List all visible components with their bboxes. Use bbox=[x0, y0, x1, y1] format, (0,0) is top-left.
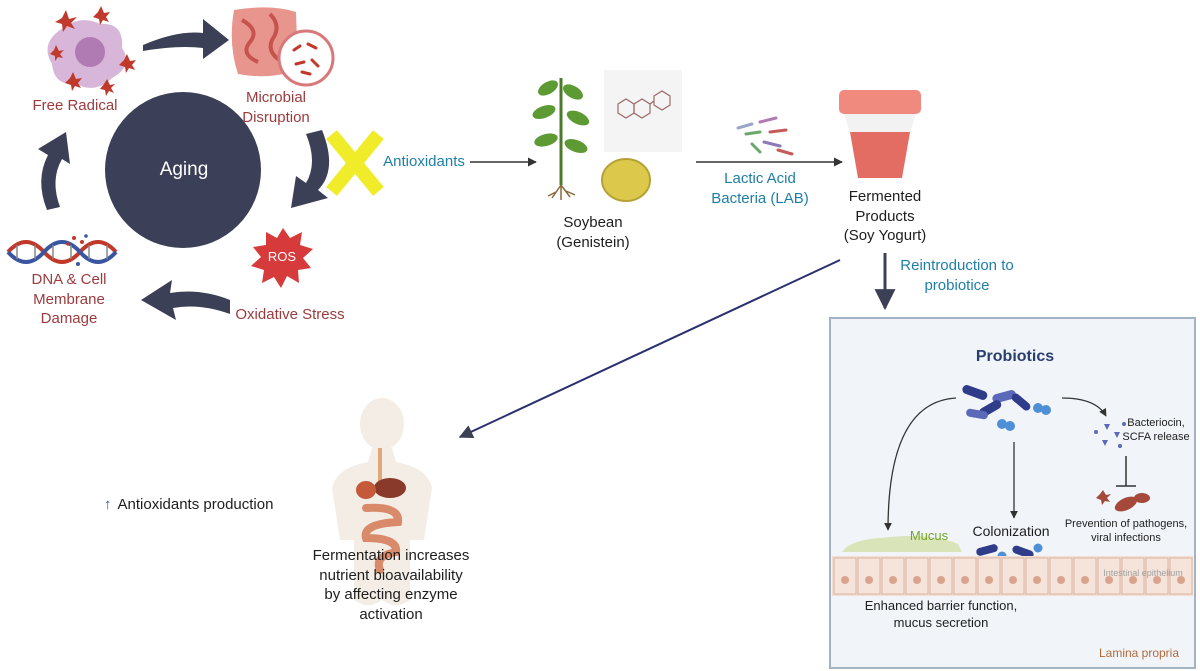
soy-yogurt-cup-icon bbox=[839, 90, 921, 178]
bacteriocin-arrow bbox=[1061, 397, 1107, 417]
antioxidants-production-text: Antioxidants production bbox=[117, 496, 274, 513]
dna-damage-label: DNA & Cell Membrane Damage bbox=[22, 270, 116, 329]
fermented-products-label: Fermented Products (Soy Yogurt) bbox=[830, 187, 940, 246]
cell-nucleus bbox=[961, 576, 969, 584]
reintro-line1: Reintroduction to bbox=[900, 257, 1014, 274]
inhibition-bar bbox=[1116, 456, 1136, 487]
cell-nucleus bbox=[1081, 576, 1089, 584]
prevention-line2: viral infections bbox=[1091, 531, 1161, 544]
probiotics-panel bbox=[829, 317, 1196, 669]
cell-nucleus bbox=[841, 576, 849, 584]
soybean-line1: Soybean bbox=[563, 214, 623, 231]
antioxidants-label: Antioxidants bbox=[383, 153, 465, 170]
reintroduction-label: Reintroduction to probiotice bbox=[886, 256, 1028, 295]
genistein-structure-icon bbox=[604, 70, 682, 152]
lab-label: Lactic Acid Bacteria (LAB) bbox=[700, 169, 820, 208]
cycle-arrow-bottom bbox=[141, 280, 230, 320]
fermented-line1: Fermented bbox=[848, 188, 922, 205]
antioxidants-production-label: ↑ Antioxidants production bbox=[104, 495, 300, 515]
soybean-seed-icon bbox=[601, 158, 651, 202]
enhanced-line2: mucus secretion bbox=[893, 614, 989, 630]
dna-line3: Damage bbox=[40, 310, 98, 327]
fermentation-line3: by affecting enzyme bbox=[324, 586, 458, 603]
mucus-arrow bbox=[884, 397, 957, 531]
fermentation-line4: activation bbox=[359, 605, 423, 623]
fermentation-line1: Fermentation increases bbox=[312, 547, 470, 564]
lab-line1: Lactic Acid bbox=[724, 170, 796, 187]
microbial-line2: Disruption bbox=[242, 108, 310, 126]
intestinal-epithelium bbox=[832, 556, 1193, 596]
epithelium-label: Intestinal epithelium bbox=[1103, 568, 1183, 578]
fermentation-line2: nutrient bioavailability bbox=[319, 566, 463, 584]
cell-nucleus bbox=[1177, 576, 1185, 584]
dna-helix-icon bbox=[6, 234, 118, 266]
bacteriocin-line1: Bacteriocin, bbox=[1127, 417, 1185, 429]
cycle-arrow-left bbox=[38, 132, 70, 210]
reintro-line2: probiotice bbox=[924, 276, 990, 294]
enhanced-line1: Enhanced barrier function, bbox=[864, 598, 1018, 613]
cell-nucleus bbox=[1009, 576, 1017, 584]
soybean-label: Soybean (Genistein) bbox=[545, 213, 641, 252]
microbial-disruption-icon bbox=[231, 7, 335, 87]
cell-nucleus bbox=[1153, 576, 1161, 584]
mucus-label: Mucus bbox=[909, 528, 949, 543]
colonization-label: Colonization bbox=[972, 523, 1050, 539]
cell-nucleus bbox=[865, 576, 873, 584]
bacteriocin-particles-icon bbox=[1094, 422, 1126, 448]
lab-bacteria-icon bbox=[736, 116, 794, 156]
probiotics-cluster-icon bbox=[962, 385, 1051, 431]
cell-nucleus bbox=[937, 576, 945, 584]
mucus-layer bbox=[842, 536, 962, 552]
enhanced-barrier-label: Enhanced barrier function, mucus secreti… bbox=[846, 598, 1036, 632]
fermented-line2: Products bbox=[855, 207, 915, 225]
ros-burst-icon bbox=[251, 228, 313, 288]
lab-line2: Bacteria (LAB) bbox=[711, 189, 809, 207]
free-radical-cell-icon bbox=[47, 6, 136, 96]
pathogens-icon bbox=[1096, 490, 1150, 512]
soybean-plant-icon bbox=[532, 78, 590, 200]
cycle-arrow-right bbox=[291, 130, 330, 208]
fermented-line3: (Soy Yogurt) bbox=[843, 227, 927, 244]
prevention-line1: Prevention of pathogens, bbox=[1064, 518, 1188, 530]
blocked-cross-icon bbox=[326, 130, 384, 196]
cell-nucleus bbox=[889, 576, 897, 584]
cell-nucleus bbox=[1105, 576, 1113, 584]
up-arrow-icon: ↑ bbox=[104, 496, 112, 513]
microbial-line1: Microbial bbox=[245, 89, 306, 106]
aging-circle bbox=[105, 92, 261, 248]
cell-nucleus bbox=[1129, 576, 1137, 584]
human-body-icon bbox=[332, 398, 432, 605]
lamina-propria-label: Lamina propria bbox=[1098, 646, 1180, 660]
dna-line1: DNA & Cell bbox=[31, 271, 107, 288]
fermentation-label: Fermentation increases nutrient bioavail… bbox=[296, 546, 486, 624]
free-radical-label: Free Radical bbox=[32, 97, 118, 114]
cell-nucleus bbox=[1057, 576, 1065, 584]
oxidative-stress-label: Oxidative Stress bbox=[235, 306, 345, 323]
aging-label: Aging bbox=[159, 159, 209, 180]
microbial-disruption-label: Microbial Disruption bbox=[226, 88, 326, 127]
dna-line2: Membrane bbox=[33, 290, 105, 308]
cell-nucleus bbox=[985, 576, 993, 584]
prevention-label: Prevention of pathogens, viral infection… bbox=[1056, 518, 1196, 546]
cell-nucleus bbox=[1033, 576, 1041, 584]
cycle-arrow-top bbox=[143, 19, 229, 59]
diagonal-arrow bbox=[458, 259, 841, 439]
cell-nucleus bbox=[913, 576, 921, 584]
soybean-line2: (Genistein) bbox=[556, 233, 630, 251]
ros-label: ROS bbox=[267, 249, 297, 264]
bacteriocin-line2: SCFA release bbox=[1122, 430, 1190, 443]
probiotics-title: Probiotics bbox=[975, 348, 1055, 365]
bacteriocin-label: Bacteriocin, SCFA release bbox=[1116, 417, 1196, 445]
